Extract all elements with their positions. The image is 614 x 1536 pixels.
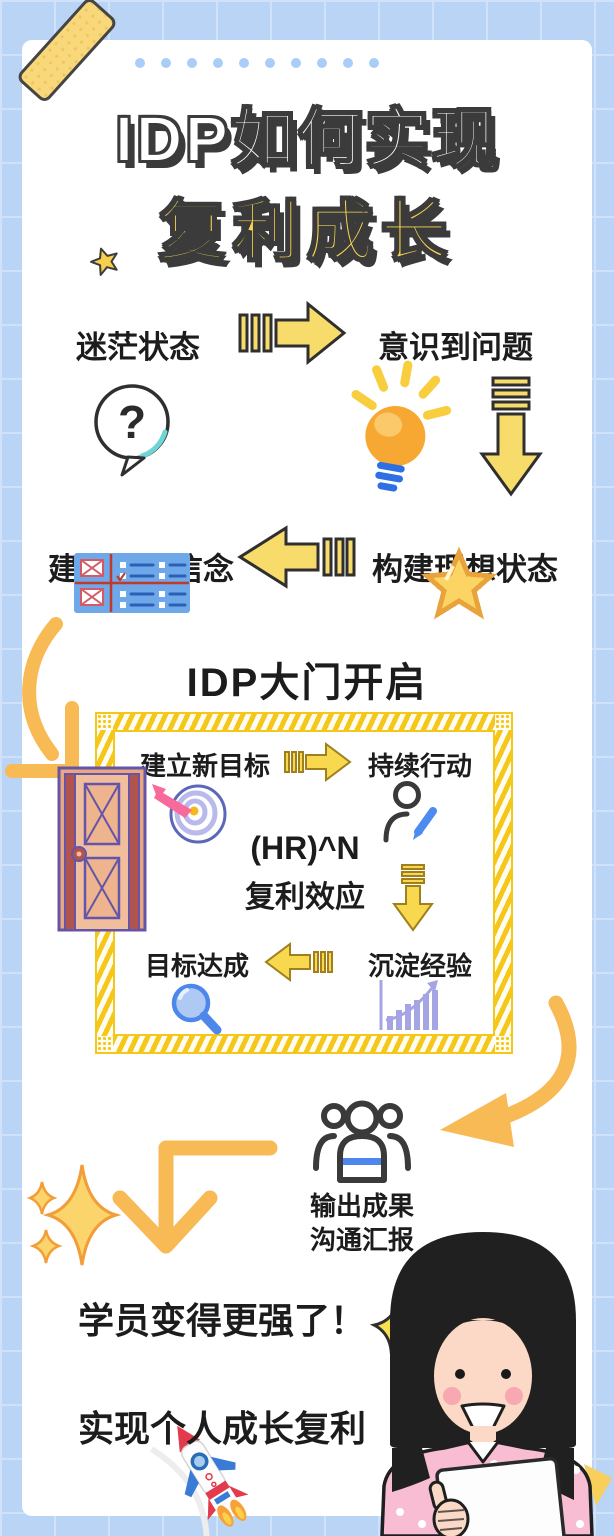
output-line2: 沟通汇报 [309, 1225, 414, 1255]
small-arrow-right-icon [284, 742, 352, 782]
idp-section-title: IDP大门开启 [186, 661, 428, 705]
magnifier-icon [171, 983, 222, 1035]
group-icon [313, 1100, 411, 1183]
idp-step-new-goal: 建立新目标 [140, 751, 271, 781]
block-arrow-left-icon [237, 525, 356, 589]
idp-step-keep-action: 持续行动 [368, 751, 473, 781]
person-edit-icon [383, 781, 437, 843]
small-arrow-left-icon [264, 942, 333, 982]
page-title-line1: IDP如何实现 [114, 102, 499, 176]
idp-formula-label: 复利效应 [245, 881, 365, 914]
question-mark-glyph: ? [118, 396, 146, 448]
flow-step-confused: 迷茫状态 [76, 330, 200, 365]
rocket-icon [149, 1425, 249, 1536]
lightbulb-icon [351, 360, 452, 492]
pixel-star-icon [420, 546, 498, 620]
growth-chart-icon [379, 980, 438, 1030]
sparkles-icon [26, 1164, 122, 1266]
door-icon [57, 766, 147, 932]
idp-step-experience: 沉淀经验 [368, 951, 473, 981]
idp-step-achieved: 目标达成 [145, 951, 250, 981]
dot-row [135, 58, 379, 68]
question-bubble-icon: ? [94, 384, 170, 477]
checklist-icon [74, 553, 190, 613]
page-title-line2: 复利成长 [158, 193, 455, 269]
flow-step-aware: 意识到问题 [378, 330, 533, 365]
block-arrow-right-icon [238, 300, 347, 366]
elbow-arrow-icon [112, 1140, 278, 1254]
output-line1: 输出成果 [309, 1191, 414, 1221]
star-icon [90, 247, 118, 276]
block-arrow-down-icon [479, 376, 543, 497]
idp-formula: (HR)^N [250, 830, 360, 866]
small-arrow-down-icon [392, 864, 434, 932]
conclusion-line2: 实现个人成长复利 [78, 1408, 367, 1449]
woman-illustration [380, 1232, 612, 1536]
conclusion-line1: 学员变得更强了！ [78, 1300, 367, 1341]
target-icon [152, 784, 227, 844]
curved-arrow-right-icon [440, 995, 577, 1147]
